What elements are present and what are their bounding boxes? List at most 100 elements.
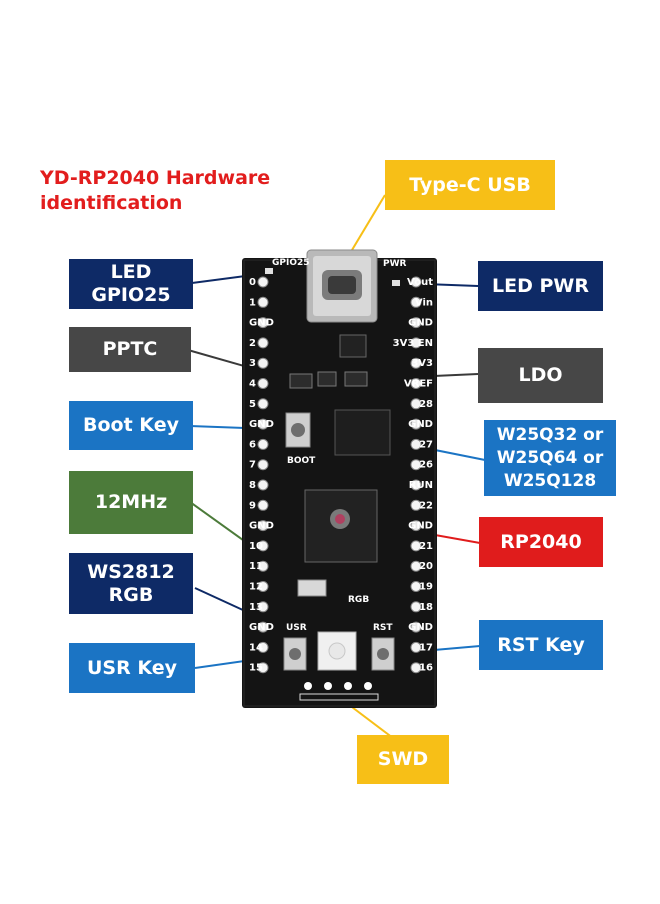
pin-hole (257, 581, 269, 592)
pin-hole (257, 621, 269, 633)
pin-hole (257, 317, 269, 329)
pin-label: 13 (249, 602, 263, 613)
pin-hole (410, 499, 422, 511)
label-ldo: LDO (478, 348, 603, 403)
silk-pwr: PWR (383, 259, 407, 269)
pin-hole (410, 560, 422, 572)
pin-label: 20 (419, 561, 433, 572)
boot-button (285, 412, 311, 448)
ldo-part (339, 334, 367, 358)
pin-label: 27 (419, 439, 433, 450)
pin-label: 1 (249, 297, 256, 308)
title-line-2: identification (40, 192, 183, 214)
pin-label: 26 (419, 460, 433, 471)
pin-hole (257, 398, 269, 410)
pin-label: GND (408, 318, 433, 329)
pin-hole (257, 337, 269, 349)
pin-label: 28 (419, 399, 433, 410)
pin-hole (410, 418, 422, 430)
pin-hole (410, 621, 422, 633)
pin-hole (257, 378, 269, 389)
pin-hole (410, 317, 422, 329)
pin-hole (257, 276, 269, 288)
pin-hole (257, 540, 269, 552)
pin-hole (410, 296, 422, 308)
pin-hole (410, 357, 422, 369)
label-type-c-usb: Type-C USB (385, 160, 555, 210)
label-swd: SWD (357, 735, 449, 784)
pin-label: GND (249, 318, 274, 329)
pin-label: 8 (249, 480, 256, 491)
pin-hole (410, 662, 422, 674)
label-led-gpio25: LED GPIO25 (69, 259, 193, 309)
pin-label: 17 (419, 642, 433, 653)
silk-usr: USR (286, 623, 307, 633)
pin-hole (410, 581, 422, 592)
diagram-title: YD-RP2040 Hardware identification (40, 166, 270, 216)
pin-label: 3V3 (411, 358, 433, 369)
silk-boot: BOOT (287, 456, 316, 466)
pin-hole (257, 499, 269, 511)
pin-label: 3 (249, 358, 256, 369)
pin-hole (410, 276, 422, 288)
pin-label: 19 (419, 582, 433, 593)
pin-label: 10 (249, 541, 263, 552)
rp2040-chip (304, 489, 378, 563)
pin-label: 3V3 EN (393, 338, 433, 349)
silk-gpio25: GPIO25 (272, 258, 310, 268)
label-boot-key: Boot Key (69, 401, 193, 450)
pin-label: 12 (249, 582, 263, 593)
pin-hole (410, 398, 422, 410)
pin-label: 18 (419, 602, 433, 613)
title-line-1: YD-RP2040 Hardware (40, 167, 271, 189)
pin-label: 14 (249, 642, 263, 653)
pin-label: VREF (404, 379, 433, 390)
pin-hole (257, 459, 269, 471)
pin-hole (257, 520, 269, 532)
pin-hole (257, 296, 269, 308)
pin-label: Vin (415, 297, 433, 308)
pin-label: GND (408, 521, 433, 532)
pin-label: GND (249, 521, 274, 532)
label-rst-key: RST Key (479, 620, 603, 670)
pin-label: 16 (419, 663, 433, 674)
pin-label: 5 (249, 399, 256, 410)
pin-label: GND (408, 419, 433, 430)
pin-label: Vout (407, 277, 433, 288)
label-12mhz: 12MHz (69, 471, 193, 534)
flash-chip (334, 409, 391, 456)
pin-hole (410, 378, 422, 389)
pin-label: 15 (249, 663, 263, 674)
pin-hole (257, 479, 269, 491)
pin-hole (257, 418, 269, 430)
pin-hole (257, 641, 269, 653)
label-led-pwr: LED PWR (478, 261, 603, 311)
label-rp2040: RP2040 (479, 517, 603, 567)
pin-label: 11 (249, 561, 263, 572)
pin-label: 22 (419, 500, 433, 511)
pin-hole (257, 438, 269, 450)
label-ws2812-rgb: WS2812 RGB (69, 553, 193, 614)
pin-label: 9 (249, 500, 256, 511)
pin-label: 6 (249, 439, 256, 450)
swd-pads (299, 682, 379, 701)
pin-hole (410, 479, 422, 491)
pin-hole (410, 641, 422, 653)
pin-label: 21 (419, 541, 433, 552)
silk-rst: RST (373, 623, 393, 633)
pin-label: 7 (249, 460, 256, 471)
pin-hole (410, 601, 422, 613)
pin-hole (410, 540, 422, 552)
silk-rgb: RGB (348, 595, 369, 605)
pin-hole (410, 337, 422, 349)
pin-hole (257, 560, 269, 572)
led-gpio25 (265, 268, 273, 274)
pin-label: 0 (249, 277, 256, 288)
pcb (242, 258, 437, 708)
led-pwr (392, 280, 400, 286)
crystal-part (297, 579, 327, 597)
pptc-part (289, 373, 313, 389)
